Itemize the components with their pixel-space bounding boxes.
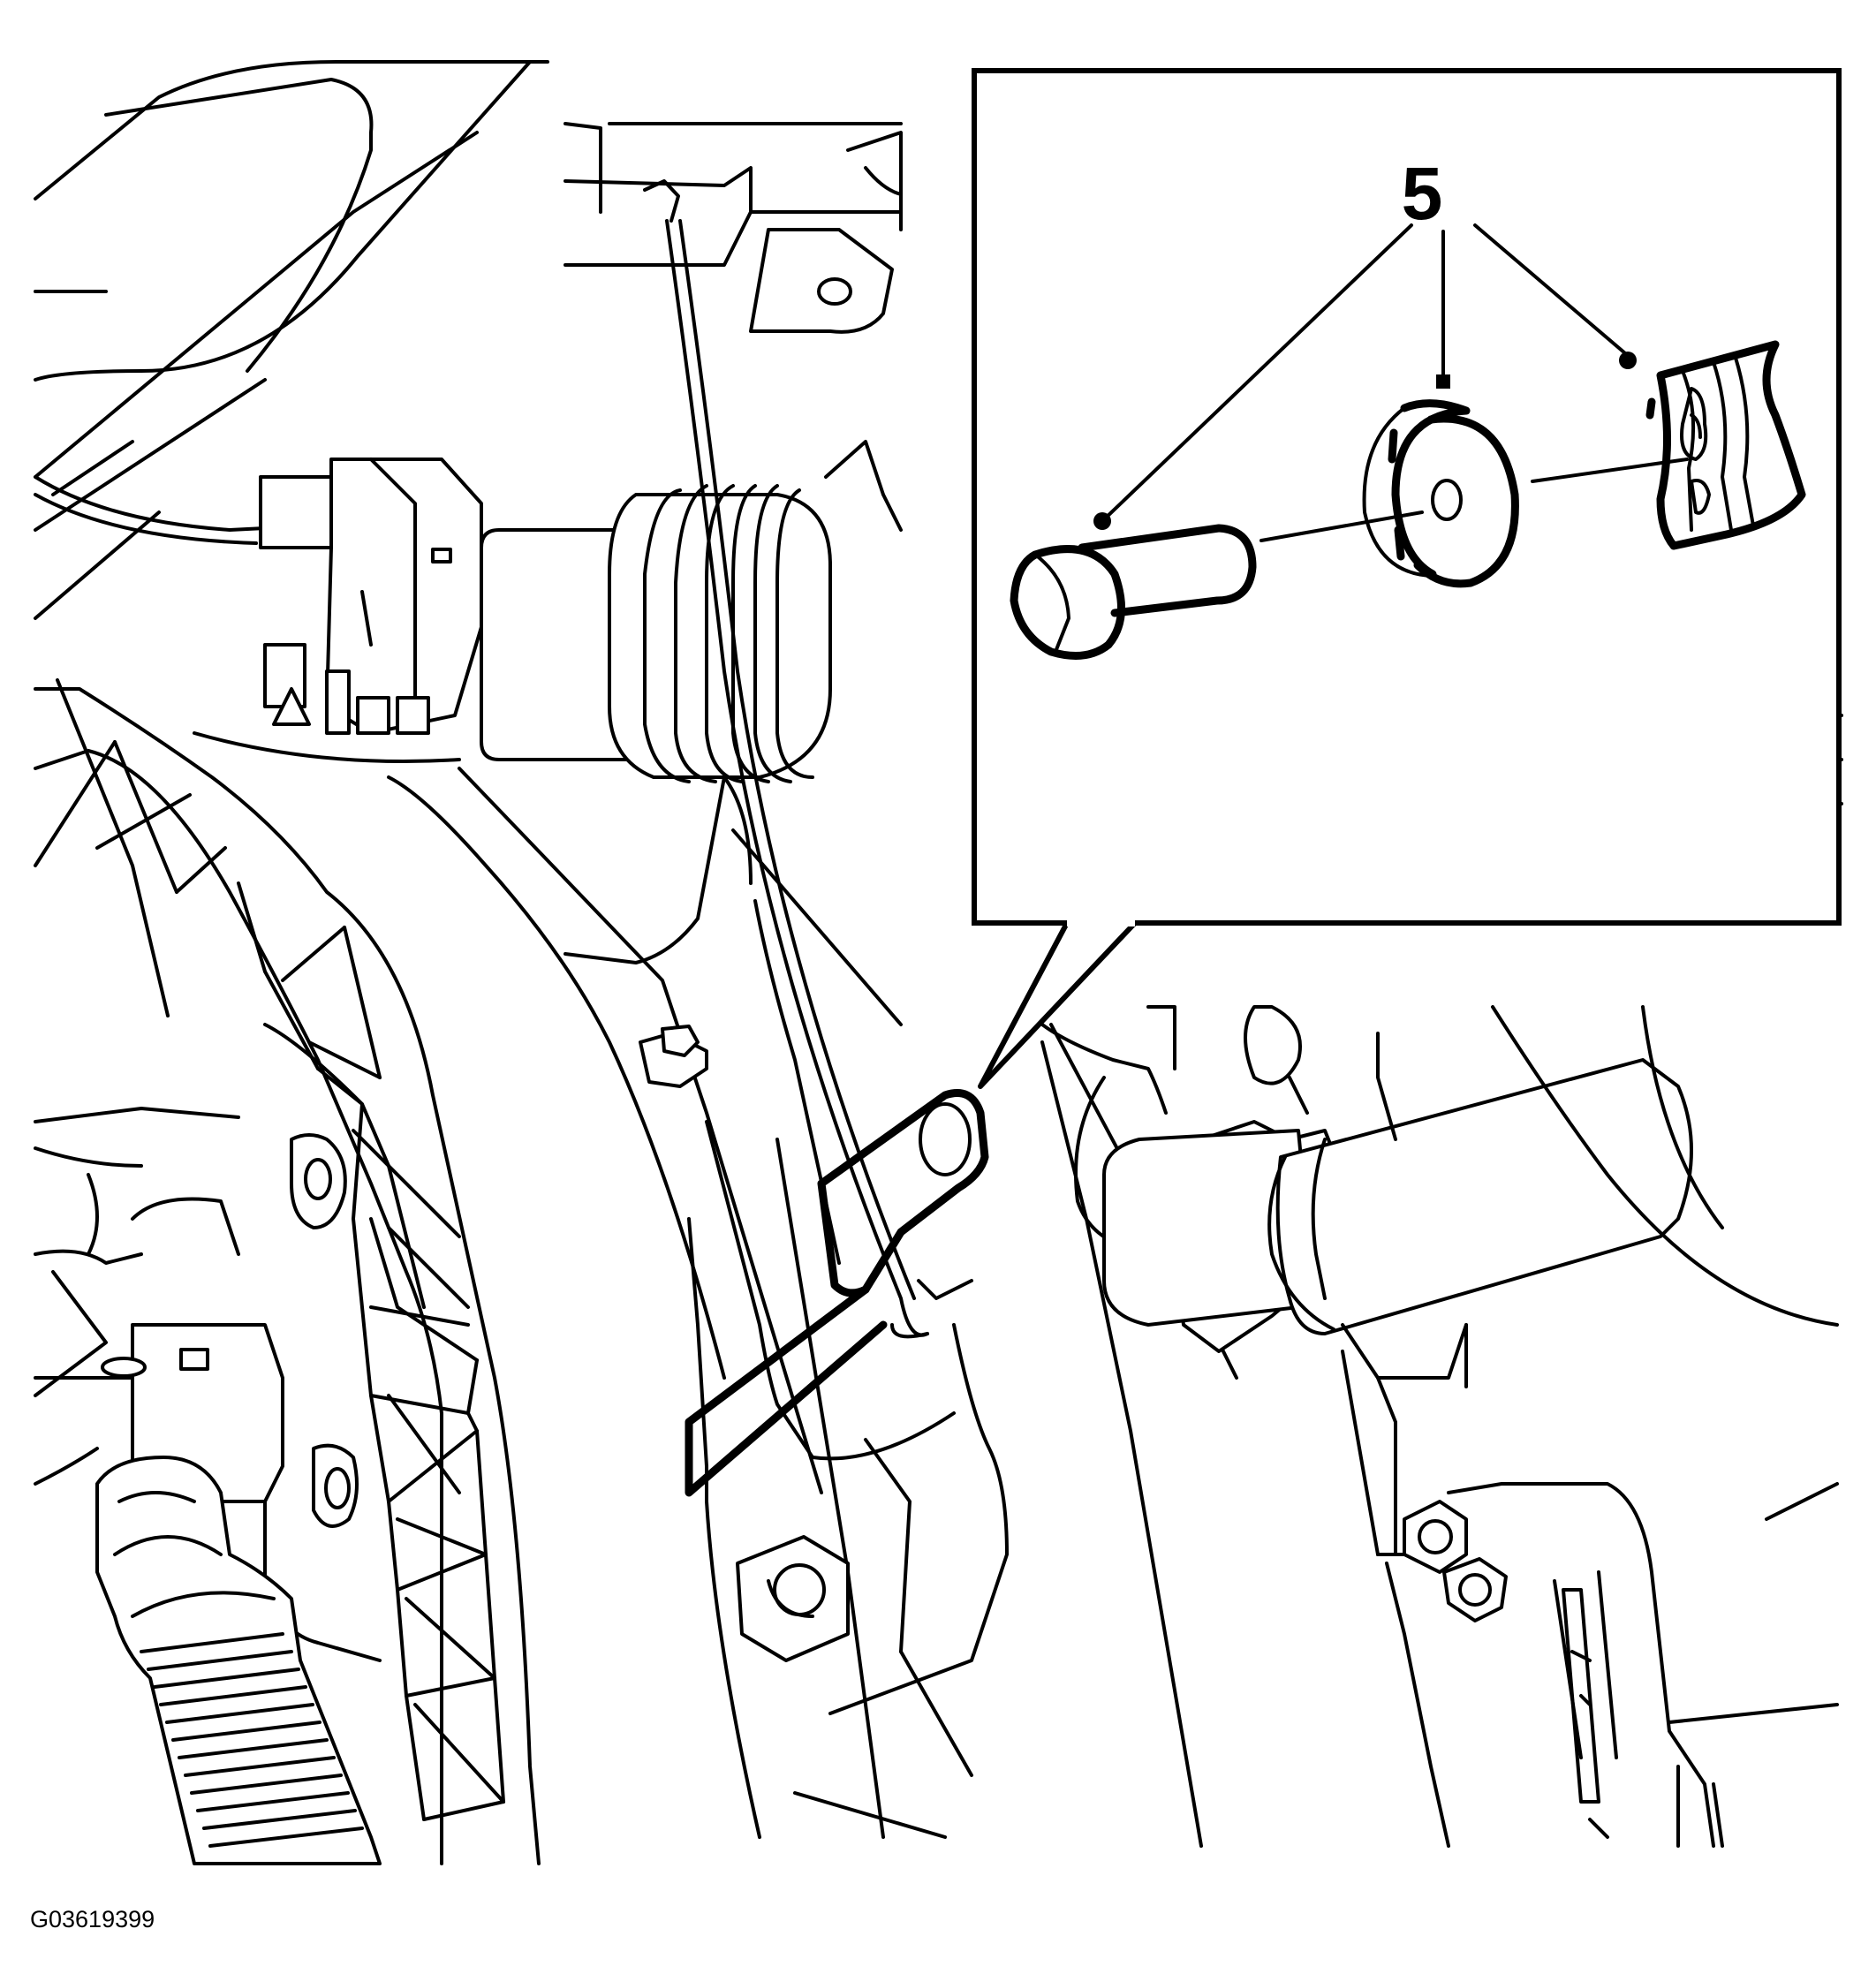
leader-dot-washer [1436, 374, 1450, 389]
clip-mount-point [685, 1089, 989, 1497]
stud-bolt [639, 1025, 708, 1088]
callout-number-5: 5 [1402, 152, 1443, 235]
washer-icon [1362, 399, 1519, 588]
leader-dot-bolt [1093, 512, 1111, 530]
mounting-nut-lower [736, 1535, 850, 1662]
figure-id: G03619399 [30, 1906, 155, 1932]
mounting-bolts-right [1403, 1500, 1508, 1622]
corrugated-boot [95, 1456, 382, 1865]
leader-dot-clip [1619, 352, 1637, 369]
clip-nut-icon [1645, 340, 1806, 550]
pivot-holes [290, 1133, 359, 1528]
pedal-arm [387, 767, 1009, 1839]
support-bracket-right [1023, 1005, 1839, 1848]
pedal-ribbed-arm [34, 678, 541, 1865]
return-cable [643, 179, 929, 1339]
callout-pointer [978, 920, 1138, 1089]
dash-panel [34, 60, 903, 620]
bolt-icon [1010, 524, 1257, 660]
main-illustration [34, 60, 1843, 1865]
electrical-connector [34, 458, 483, 735]
inset-detail-box: 5 [972, 68, 1842, 926]
